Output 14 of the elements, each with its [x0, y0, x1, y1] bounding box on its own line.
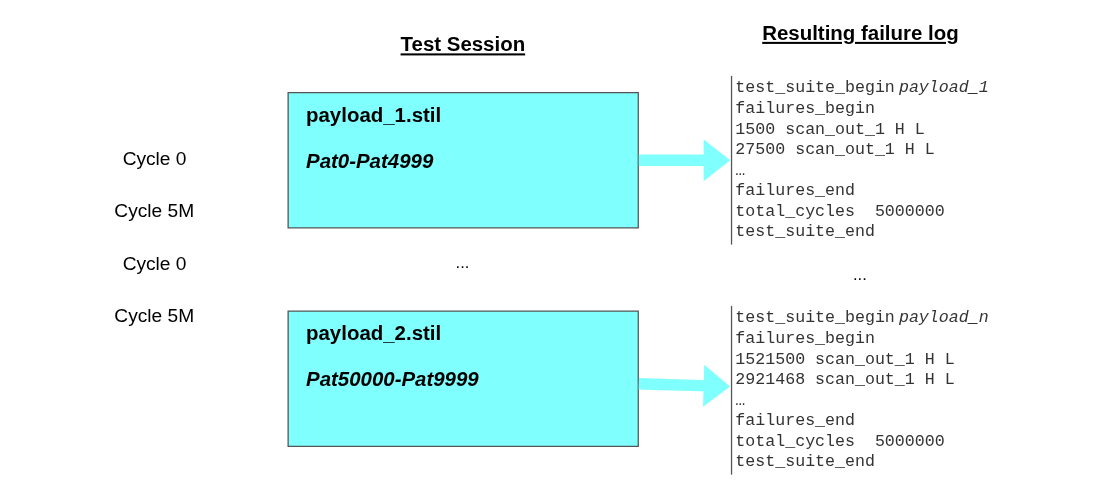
node-box: payload_2.stil Pat50000-Pat9999 [287, 310, 639, 448]
node-box: payload_1.stil Pat0-Pat4999 [287, 91, 639, 229]
label: Cycle 0 [122, 147, 187, 169]
label: ... [852, 264, 867, 284]
arrow [638, 139, 731, 182]
label: Cycle 5M [114, 200, 195, 222]
label: Cycle 0 [122, 252, 187, 274]
label: Test Session [400, 32, 526, 56]
node-text: test_suite_begin payload_n failures_begin 1521500 scan_out_1 H L 2921468 scan_out_1 H L … failures_end total_cycles 5000000 test_suite_end [735, 307, 989, 472]
label: Cycle 5M [114, 304, 195, 326]
label: ... [455, 253, 470, 273]
node-text: test_suite_begin payload_1 failures_begin 1500 scan_out_1 H L 27500 scan_out_1 H L … failures_end total_cycles 5000000 test_suite_end [735, 77, 989, 242]
label: Resulting failure log [762, 20, 959, 44]
arrow [638, 364, 731, 407]
